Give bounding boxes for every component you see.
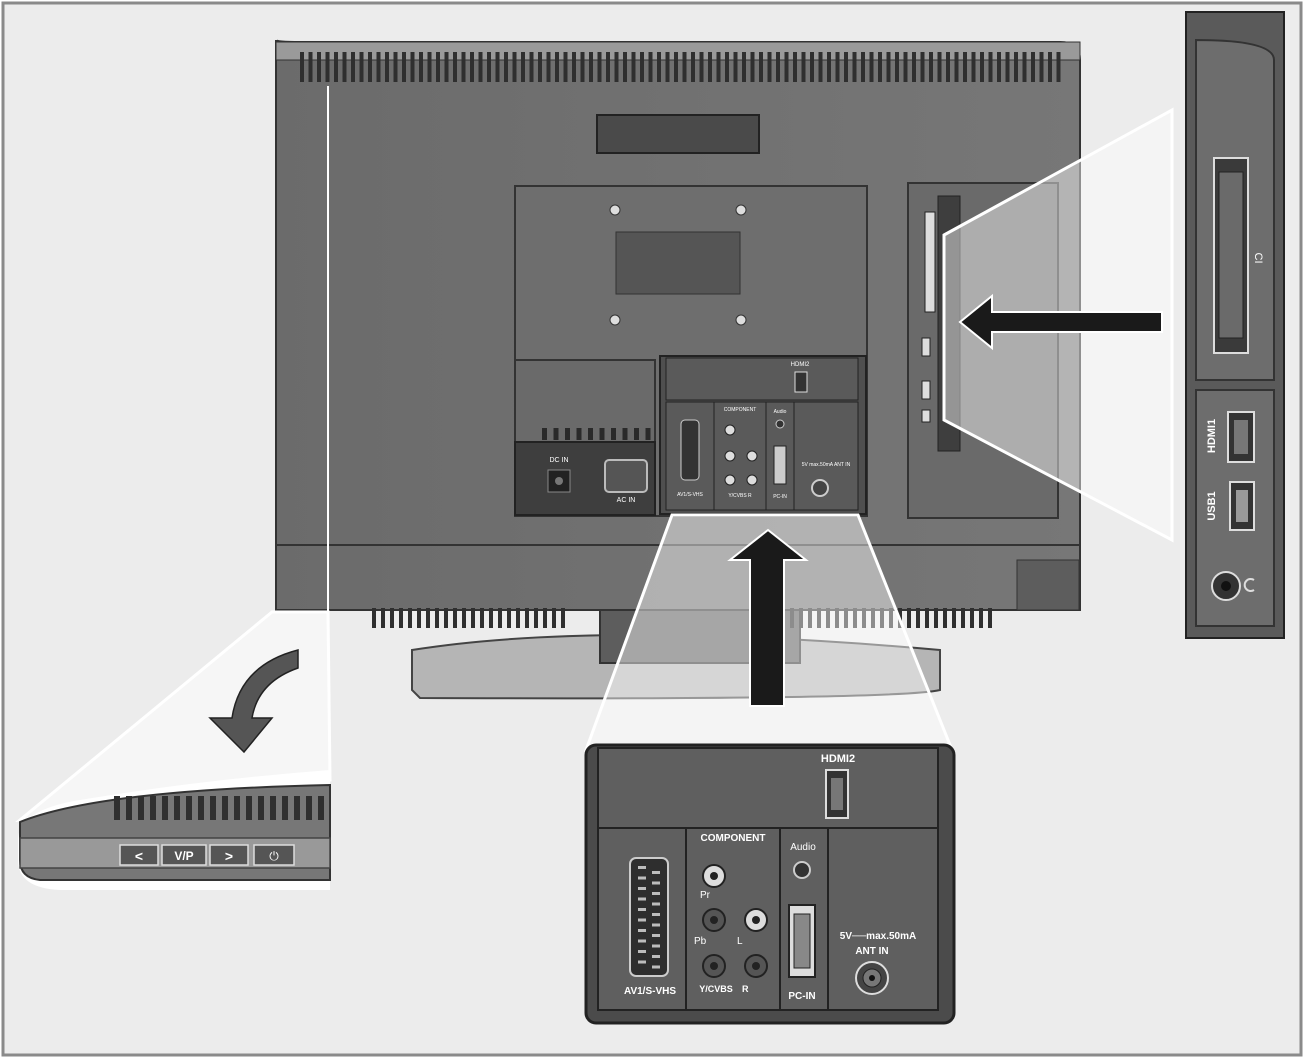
hdmi1-label: HDMI1: [1206, 419, 1218, 453]
scart-port: [629, 857, 669, 977]
small-ycvbs-label: Y/CVBS R: [728, 493, 752, 499]
handle-slot: [596, 114, 760, 154]
l-label: L: [737, 936, 743, 947]
side-slot-area: [907, 182, 1059, 519]
pr-label: Pr: [700, 890, 711, 901]
small-av1-label: AV1/S-VHS: [677, 492, 703, 498]
bottom-panel-zoom: HDMI2 AV1/S-VHS COMPONENT Pr Pb L Y/CVBS…: [584, 743, 956, 1025]
small-audio-label: Audio: [774, 409, 787, 415]
right-button[interactable]: [209, 844, 249, 866]
hdmi2-label: HDMI2: [821, 753, 855, 765]
ci-label: CI: [1252, 253, 1264, 264]
power-spec-label: 5V──max.50mA: [840, 931, 916, 942]
vp-button-label: V/P: [174, 849, 193, 863]
usb1-label: USB1: [1206, 491, 1218, 520]
small-antin-label: 5V max.50mA ANT IN: [802, 462, 851, 468]
ac-in-label: AC IN: [617, 497, 636, 504]
small-pcin-label: PC-IN: [773, 494, 787, 500]
vp-button[interactable]: [161, 844, 207, 866]
pb-label: Pb: [694, 936, 707, 947]
pcin-label: PC-IN: [788, 991, 815, 1002]
audio-label: Audio: [790, 842, 816, 853]
small-hdmi-label: HDMI2: [791, 362, 810, 368]
dc-in-label: DC IN: [549, 457, 568, 464]
av1-label: AV1/S-VHS: [624, 986, 676, 997]
antin-label: ANT IN: [855, 946, 888, 957]
ac-in-socket: [604, 459, 648, 493]
ycvbs-label: Y/CVBS: [699, 984, 733, 994]
side-arrow-icon: [958, 293, 1163, 351]
r-label: R: [742, 984, 749, 994]
top-vents: [300, 52, 1061, 82]
left-button-label: <: [135, 848, 143, 864]
curved-arrow-icon: [208, 649, 299, 754]
up-arrow-icon: [727, 528, 809, 707]
right-button-label: >: [225, 848, 233, 864]
headphone-icon: [1243, 578, 1255, 592]
component-label: COMPONENT: [701, 833, 766, 844]
power-button[interactable]: [253, 844, 295, 866]
audio-jack: [793, 861, 811, 879]
power-icon: ⏻: [269, 849, 279, 863]
side-panel-zoom: CI HDMI1 USB1: [1185, 11, 1285, 639]
buttons-panel-zoom: < V/P > ⏻: [18, 770, 331, 890]
small-component-label: COMPONENT: [724, 407, 757, 413]
left-button[interactable]: [119, 844, 159, 866]
tv-back-body: DC IN AC IN HDMI2 AV1/S-VHS COMPONENT Y/…: [275, 39, 1081, 628]
